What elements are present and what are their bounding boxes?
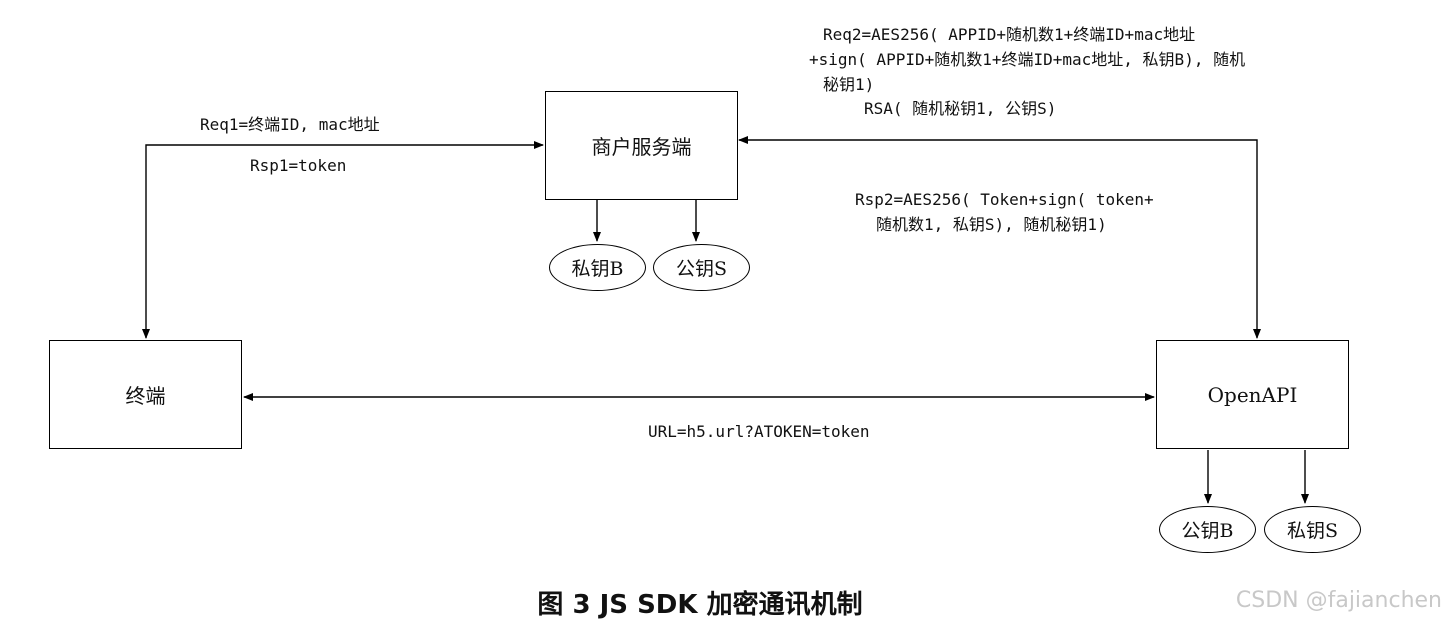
merchant-server-node: 商户服务端 [545,91,738,200]
openapi-public-key: 公钥B [1159,506,1256,553]
figure-caption: 图 3 JS SDK 加密通讯机制 [537,590,863,620]
req2-label-line3: 秘钥1) [823,75,875,94]
rsp1-label: Rsp1=token [250,156,347,175]
merchant-private-key: 私钥B [549,244,646,291]
openapi-node: OpenAPI [1156,340,1349,449]
req1-label: Req1=终端ID, mac地址 [200,115,380,134]
terminal-node: 终端 [49,340,242,449]
watermark: CSDN @fajianchen [1235,588,1442,613]
req2-label-line2: +sign( APPID+随机数1+终端ID+mac地址, 私钥B), 随机 [809,50,1246,69]
url-label: URL=h5.url?ATOKEN=token [648,422,870,441]
rsp2-label-line2: 随机数1, 私钥S), 随机秘钥1) [876,215,1107,234]
req1-rsp1-connector [142,141,544,339]
rsp2-label-line1: Rsp2=AES256( Token+sign( token+ [855,190,1154,209]
req2-rsp2-connector [738,136,1261,339]
req2-label-line1: Req2=AES256( APPID+随机数1+终端ID+mac地址 [823,25,1196,44]
openapi-private-key: 私钥S [1264,506,1361,553]
merchant-public-key: 公钥S [653,244,750,291]
req2-label-line4: RSA( 随机秘钥1, 公钥S) [864,99,1057,118]
